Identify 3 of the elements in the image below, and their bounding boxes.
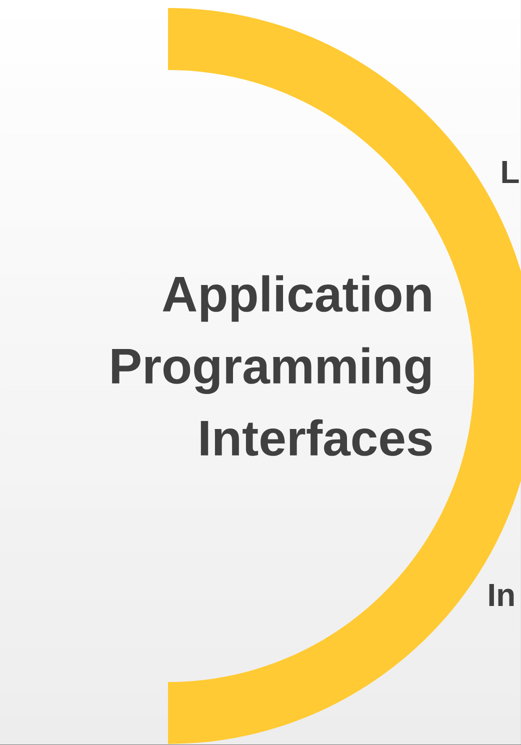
label: L xyxy=(502,161,519,183)
label: In xyxy=(489,584,514,606)
title: Application Programming Interfaces xyxy=(112,275,432,456)
